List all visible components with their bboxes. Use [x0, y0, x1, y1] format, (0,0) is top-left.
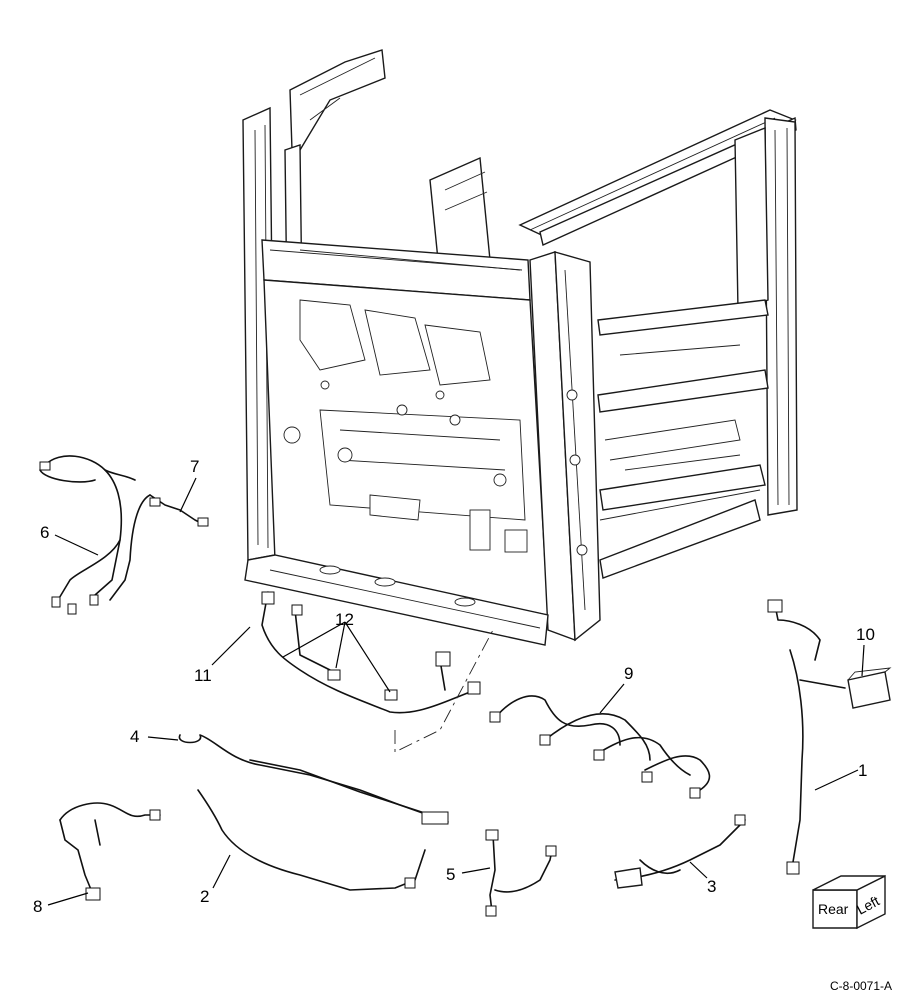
harness-8 — [59, 802, 161, 901]
callout-10: 10 — [856, 625, 875, 644]
callout-8: 8 — [33, 897, 42, 916]
cube-rear-label: Rear — [818, 901, 849, 917]
callout-11: 11 — [194, 666, 212, 685]
callout-4: 4 — [130, 727, 139, 746]
callout-12: 12 — [335, 610, 354, 629]
orientation-cube: Rear Left — [812, 874, 886, 930]
callout-6: 6 — [40, 523, 49, 542]
callout-labels: 1 2 3 4 5 6 7 8 9 10 11 12 — [33, 457, 875, 916]
callout-7: 7 — [190, 457, 199, 476]
callout-2: 2 — [200, 887, 209, 906]
harness-11-12 — [261, 591, 481, 714]
harness-3 — [614, 814, 746, 889]
callout-1: 1 — [858, 761, 867, 780]
harness-2 — [197, 789, 426, 891]
callout-3: 3 — [707, 877, 716, 896]
figure-id: C-8-0071-A — [830, 979, 892, 993]
leader-lines — [47, 477, 865, 906]
chassis-frame — [242, 49, 798, 646]
harness-1-10 — [767, 599, 892, 875]
harness-6-7 — [39, 455, 209, 615]
harness-5 — [485, 829, 557, 917]
harness-4 — [178, 734, 449, 825]
harness-9 — [489, 695, 711, 799]
callout-9: 9 — [624, 664, 633, 683]
callout-5: 5 — [446, 865, 455, 884]
